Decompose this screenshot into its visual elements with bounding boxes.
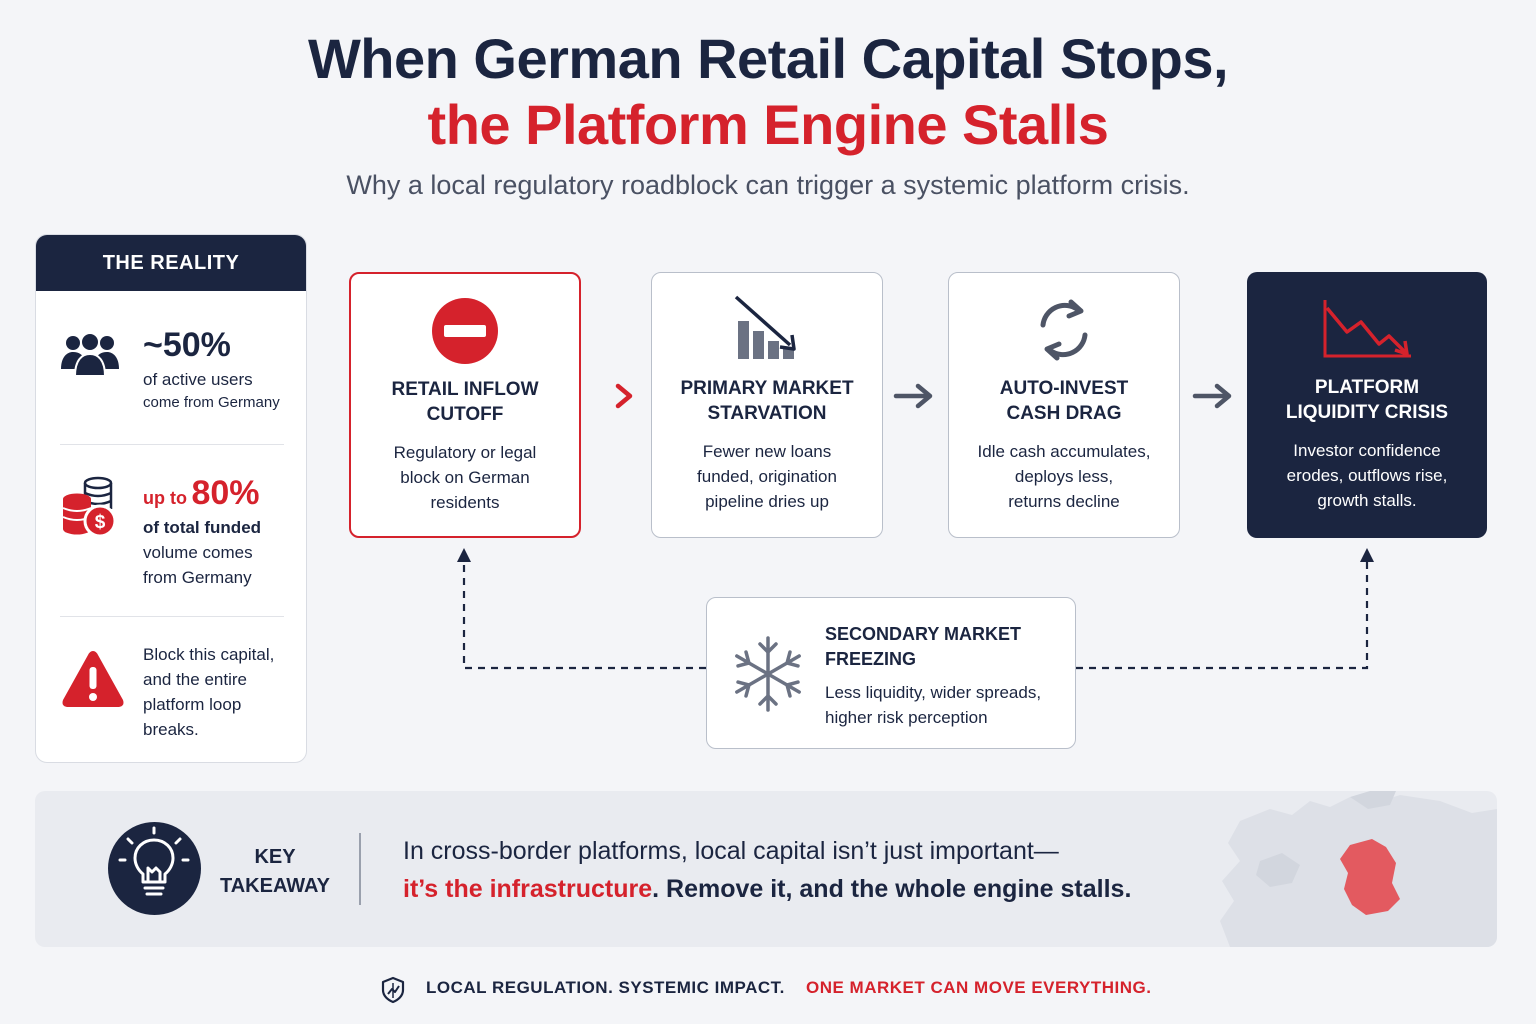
card-desc: Idle cash accumulates,: [977, 442, 1151, 461]
europe-map-icon: [1220, 791, 1497, 947]
declining-bars-icon: [652, 295, 882, 365]
svg-text:$: $: [95, 512, 106, 533]
footer-tagline: LOCAL REGULATION. SYSTEMIC IMPACT.: [426, 978, 785, 997]
snowflake-icon: [733, 634, 803, 719]
card-title: STARVATION: [707, 403, 827, 424]
stat-label: of active users: [143, 370, 253, 389]
takeaway-label: TAKEAWAY: [219, 875, 331, 897]
footer: LOCAL REGULATION. SYSTEMIC IMPACT. ONE M…: [0, 976, 1536, 1004]
takeaway-line-2: . Remove it, and the whole engine stalls…: [652, 875, 1132, 903]
divider: [359, 833, 361, 905]
stat-value: 80%: [191, 474, 260, 512]
card-title: CASH DRAG: [1006, 403, 1122, 424]
flow-card-primary-market-starvation: PRIMARY MARKET STARVATION Fewer new loan…: [651, 272, 883, 538]
warning-icon: [60, 648, 126, 715]
takeaway-line-1: In cross-border platforms, local capital…: [403, 837, 1059, 865]
arrow-right-icon: [581, 380, 636, 417]
divider: [60, 616, 284, 617]
refresh-cycle-icon: [949, 295, 1179, 365]
card-title: LIQUIDITY CRISIS: [1285, 402, 1449, 423]
card-desc: Less liquidity, wider spreads,: [825, 683, 1042, 702]
key-takeaway-banner: KEY TAKEAWAY In cross-border platforms, …: [35, 791, 1497, 947]
arrow-right-icon: [1189, 380, 1235, 417]
card-desc: Regulatory or legal: [393, 443, 537, 462]
stat-sublabel: come from Germany: [143, 394, 280, 411]
card-desc: block on German: [400, 468, 530, 487]
card-desc: higher risk perception: [825, 708, 988, 727]
flow-card-auto-invest-cash-drag: AUTO-INVEST CASH DRAG Idle cash accumula…: [948, 272, 1180, 538]
coins-dollar-icon: $: [60, 473, 120, 548]
shield-icon: [380, 976, 406, 1009]
card-desc: Investor confidence: [1293, 441, 1441, 460]
page-title-line-1: When German Retail Capital Stops,: [307, 27, 1229, 90]
no-entry-icon: [351, 296, 579, 366]
card-desc: Fewer new loans: [702, 442, 832, 461]
card-desc: deploys less,: [1014, 467, 1114, 486]
footer-tagline-highlight: ONE MARKET CAN MOVE EVERYTHING.: [806, 978, 1152, 997]
card-desc: funded, origination: [697, 467, 837, 486]
secondary-market-freezing-card: SECONDARY MARKET FREEZING Less liquidity…: [706, 597, 1076, 749]
card-title: SECONDARY MARKET: [825, 624, 1022, 644]
card-title: AUTO-INVEST: [999, 378, 1129, 399]
divider: [60, 444, 284, 445]
card-desc: residents: [430, 493, 500, 512]
card-desc: returns decline: [1008, 492, 1120, 511]
stat-label: breaks.: [143, 720, 199, 739]
takeaway-message: In cross-border platforms, local capital…: [403, 832, 1131, 908]
card-title: CUTOFF: [426, 404, 504, 425]
reality-panel: THE REALITY ~50% of active users come fr…: [35, 234, 307, 763]
crash-chart-icon: [1247, 294, 1487, 364]
card-desc: growth stalls.: [1317, 491, 1417, 510]
card-title: RETAIL INFLOW: [391, 379, 539, 400]
flow-card-platform-liquidity-crisis: PLATFORM LIQUIDITY CRISIS Investor confi…: [1247, 272, 1487, 538]
takeaway-label: KEY: [254, 846, 296, 868]
reality-heading: THE REALITY: [36, 235, 306, 291]
flow-card-retail-inflow-cutoff: RETAIL INFLOW CUTOFF Regulatory or legal…: [349, 272, 581, 538]
stat-prefix: up to: [143, 488, 187, 508]
card-desc: erodes, outflows rise,: [1286, 466, 1448, 485]
card-title: FREEZING: [825, 649, 917, 669]
takeaway-highlight: it’s the infrastructure: [403, 875, 653, 903]
card-title: PLATFORM: [1314, 377, 1420, 398]
stat-label: of total funded: [143, 518, 262, 537]
card-title: PRIMARY MARKET: [680, 378, 854, 399]
stat-label: volume comes: [143, 543, 253, 562]
stat-value: ~50%: [143, 326, 231, 364]
lightbulb-icon: [108, 822, 201, 915]
card-desc: pipeline dries up: [705, 492, 829, 511]
stat-label: Block this capital,: [143, 645, 275, 664]
page-subtitle: Why a local regulatory roadblock can tri…: [346, 170, 1190, 200]
users-icon: [60, 331, 120, 382]
arrow-right-icon: [890, 380, 936, 417]
stat-label: platform loop: [143, 695, 242, 714]
stat-label: from Germany: [143, 568, 252, 587]
page-title-line-2: the Platform Engine Stalls: [427, 93, 1109, 156]
stat-label: and the entire: [143, 670, 247, 689]
